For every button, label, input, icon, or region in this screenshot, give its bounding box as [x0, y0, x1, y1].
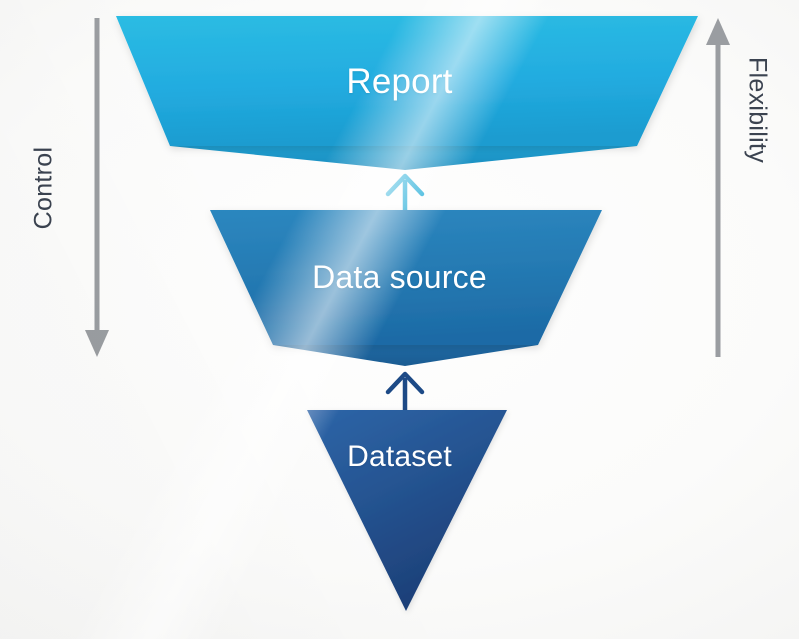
connector-upper-arrowhead-up-icon: [385, 173, 425, 197]
axis-control-label: Control: [29, 146, 58, 230]
stage-report[interactable]: [116, 16, 698, 170]
stage-dataset-label: Dataset: [347, 440, 452, 473]
connector-dataset-to-data-source: [385, 371, 425, 410]
axis-flexibility-label: Flexibility: [743, 56, 772, 164]
stage-dataset-body: [307, 410, 507, 611]
axis-control: [85, 18, 109, 357]
stage-report-body: [116, 16, 698, 146]
axis-flexibility: [706, 18, 730, 357]
stage-data-source-label: Data source: [312, 259, 487, 295]
stage-data-source[interactable]: [210, 210, 602, 366]
connector-lower-arrowhead-up-icon: [385, 371, 425, 395]
connector-data-source-to-report: [385, 173, 425, 210]
axis-flexibility-arrowhead-up-icon: [706, 18, 730, 45]
axis-control-arrowhead-down-icon: [85, 330, 109, 357]
stage-dataset[interactable]: [307, 410, 507, 611]
stage-report-fold: [170, 146, 637, 170]
stage-report-label: Report: [346, 62, 453, 101]
stage-data-source-body: [210, 210, 602, 345]
stage-data-source-fold: [273, 345, 538, 366]
